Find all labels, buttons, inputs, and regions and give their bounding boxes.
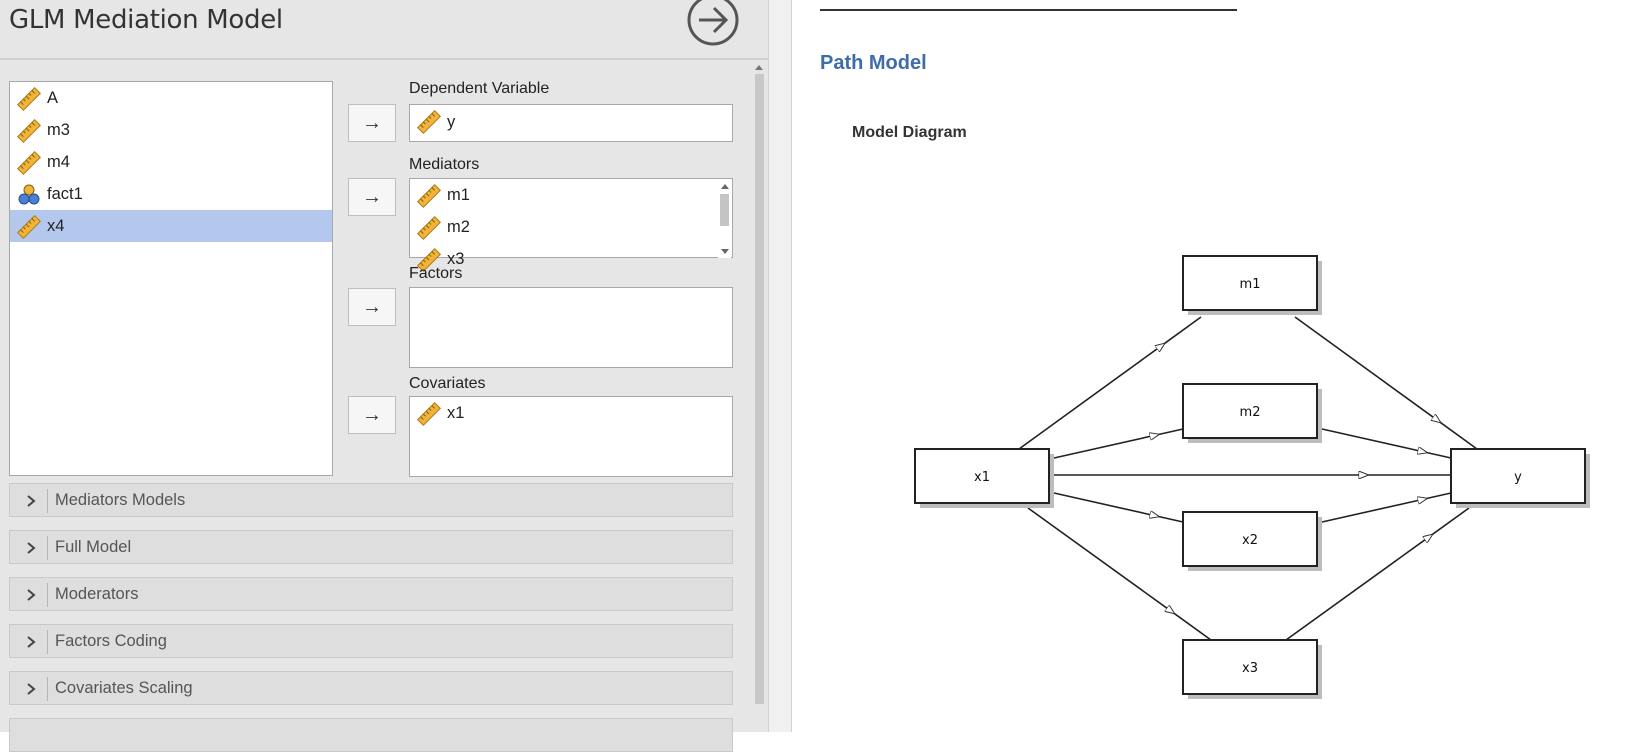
section-factors-coding[interactable]: Factors Coding <box>9 624 733 658</box>
variable-name: m1 <box>447 186 470 204</box>
results-panel: Path Model Model Diagram m1 m2 x1 y x2 x3 <box>792 0 1644 732</box>
ruler-icon <box>416 215 442 241</box>
variable-item[interactable]: x1 <box>410 397 732 429</box>
variable-name: x1 <box>447 404 465 422</box>
variable-item[interactable]: fact1 <box>10 178 332 210</box>
variable-item[interactable]: m4 <box>10 146 332 178</box>
chevron-right-icon <box>27 589 36 601</box>
node-label: m1 <box>1240 277 1261 292</box>
variable-item[interactable]: m2 <box>410 211 732 243</box>
ruler-icon <box>416 109 442 135</box>
ruler-icon <box>416 401 442 427</box>
factors-box[interactable] <box>409 287 733 368</box>
path-arrow <box>1285 507 1470 641</box>
panel-divider[interactable] <box>768 0 792 732</box>
chevron-right-icon <box>27 636 36 648</box>
diagram-subheading: Model Diagram <box>852 124 967 141</box>
arrow-right-icon: → <box>362 296 382 318</box>
variable-name: A <box>47 89 59 107</box>
section-title: Covariates Scaling <box>55 679 193 697</box>
ruler-icon <box>16 150 42 176</box>
variable-name: y <box>447 113 456 131</box>
results-heading: Path Model <box>820 52 927 74</box>
mediators-box[interactable]: m1 m2 x3 <box>409 178 733 273</box>
node-m1: m1 <box>1182 255 1322 315</box>
move-to-factors-button[interactable]: → <box>348 288 396 326</box>
results-rule <box>820 9 1237 11</box>
options-scroll-thumb[interactable] <box>755 74 764 704</box>
chevron-right-icon <box>27 683 36 695</box>
analysis-title: GLM Mediation Model <box>9 5 283 35</box>
path-arrow <box>1321 428 1452 459</box>
node-label: x2 <box>1242 533 1258 548</box>
variable-name: x3 <box>447 250 465 268</box>
arrow-right-icon: → <box>362 404 382 426</box>
diagram-edges <box>1018 316 1478 641</box>
path-arrow <box>1053 492 1184 523</box>
move-to-covariates-button[interactable]: → <box>348 396 396 434</box>
section-more[interactable] <box>9 718 733 752</box>
path-arrow <box>1027 507 1212 641</box>
variable-name: fact1 <box>47 185 83 203</box>
arrow-right-icon: → <box>362 112 382 134</box>
ruler-icon <box>416 247 442 273</box>
options-scrollbar[interactable] <box>753 62 766 732</box>
ruler-icon <box>416 183 442 209</box>
dependent-variable-box[interactable]: y <box>409 104 733 142</box>
node-label: y <box>1514 470 1522 485</box>
arrow-right-icon: → <box>362 186 382 208</box>
dependent-label: Dependent Variable <box>409 80 550 97</box>
node-m2: m2 <box>1182 383 1322 443</box>
move-to-mediators-button[interactable]: → <box>348 178 396 216</box>
node-label: x1 <box>974 470 990 485</box>
variable-name: m4 <box>47 153 70 171</box>
section-moderators[interactable]: Moderators <box>9 577 733 611</box>
covariates-box[interactable]: x1 <box>409 396 733 477</box>
variable-name: x4 <box>47 217 65 235</box>
move-to-dependent-button[interactable]: → <box>348 104 396 142</box>
node-x3: x3 <box>1182 639 1322 699</box>
path-model-diagram: m1 m2 x1 y x2 x3 <box>914 255 1590 699</box>
variable-item[interactable]: m3 <box>10 114 332 146</box>
path-arrow <box>1321 492 1452 523</box>
path-arrow <box>1018 316 1202 450</box>
ruler-icon <box>16 86 42 112</box>
section-title: Factors Coding <box>55 632 167 650</box>
ruler-icon <box>16 118 42 144</box>
run-arrow-icon[interactable] <box>686 0 740 47</box>
options-header: GLM Mediation Model <box>0 0 768 60</box>
section-title: Mediators Models <box>55 491 186 509</box>
variable-item[interactable]: y <box>410 105 732 141</box>
variable-item[interactable]: A <box>10 82 332 114</box>
node-x1: x1 <box>914 448 1054 508</box>
node-x2: x2 <box>1182 511 1322 571</box>
diagram-nodes: m1 m2 x1 y x2 x3 <box>914 255 1590 699</box>
chevron-right-icon <box>27 542 36 554</box>
section-full-model[interactable]: Full Model <box>9 530 733 564</box>
section-title: Moderators <box>55 585 139 603</box>
node-label: m2 <box>1240 405 1261 420</box>
covariates-label: Covariates <box>409 375 486 392</box>
node-label: x3 <box>1242 661 1258 676</box>
variable-name: m3 <box>47 121 70 139</box>
mediators-label: Mediators <box>409 156 480 173</box>
section-title: Full Model <box>55 538 132 556</box>
variable-item[interactable]: m1 <box>410 179 732 211</box>
mediators-scrollbar[interactable] <box>718 180 731 258</box>
path-arrow <box>1294 316 1478 450</box>
variable-name: m2 <box>447 218 470 236</box>
section-covariates-scaling[interactable]: Covariates Scaling <box>9 671 733 705</box>
variable-item[interactable]: x4 <box>10 210 332 242</box>
path-arrow <box>1053 428 1184 459</box>
nominal-circles-icon <box>18 184 40 205</box>
variable-item[interactable]: x3 <box>410 243 732 275</box>
factors-label: Factors <box>409 265 463 282</box>
section-mediators-models[interactable]: Mediators Models <box>9 483 733 517</box>
chevron-right-icon <box>27 495 36 507</box>
ruler-icon <box>16 214 42 240</box>
node-y: y <box>1450 448 1590 508</box>
